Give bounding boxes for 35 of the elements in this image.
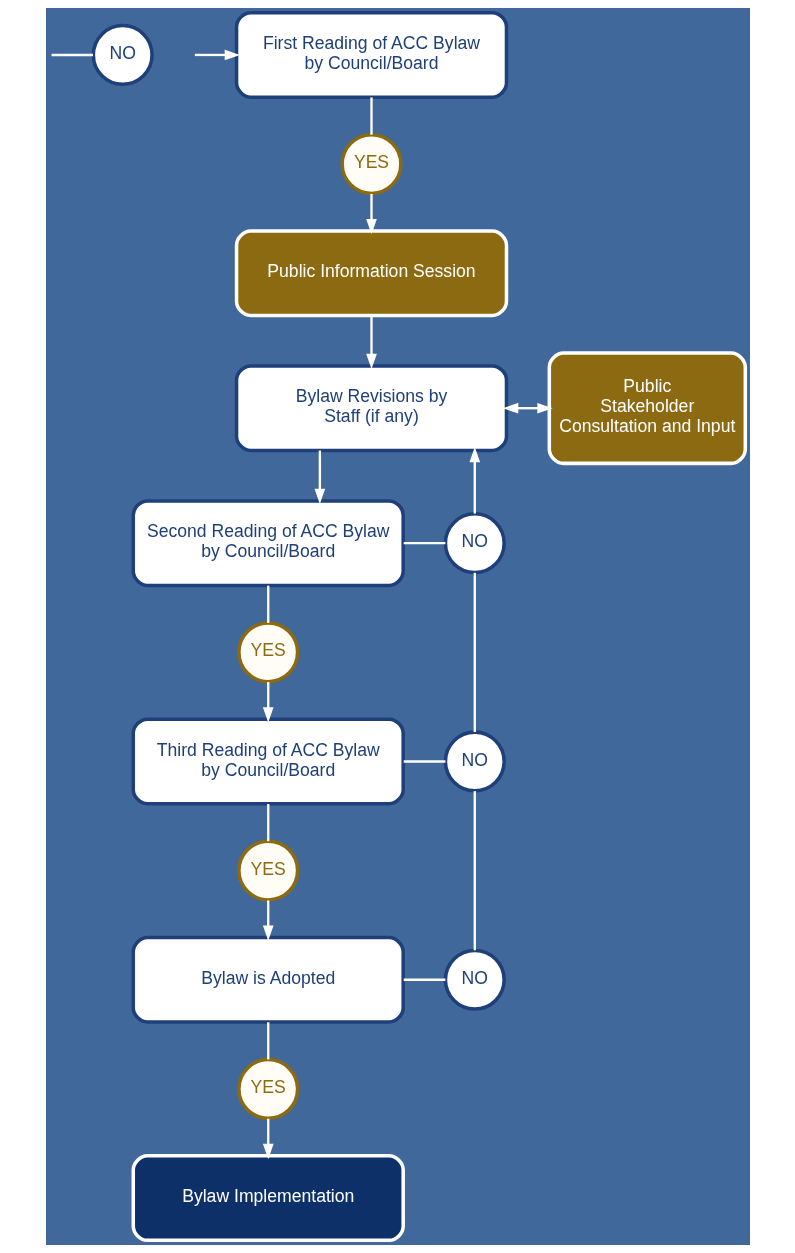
node-box: Third Reading of ACC Bylaw by Council/Board: [131, 717, 405, 806]
node-box: Bylaw is Adopted: [131, 935, 405, 1024]
node-box: First Reading of ACC Bylaw by Council/Board: [234, 10, 508, 99]
node-circle: NO: [91, 23, 154, 87]
arrow: [262, 900, 274, 941]
arrow: [262, 682, 274, 723]
connector: [403, 760, 445, 763]
connector: [473, 791, 476, 951]
connector: [473, 572, 476, 733]
arrow: [314, 450, 325, 505]
node-circle: YES: [339, 133, 403, 196]
connector: [51, 53, 93, 57]
connector: [266, 1022, 269, 1060]
node-circle: YES: [236, 1057, 299, 1120]
connector: [403, 542, 445, 545]
arrow: [502, 402, 553, 414]
node-box: Bylaw Revisions by Staff (if any): [234, 364, 508, 453]
arrow: [194, 49, 240, 61]
arrow: [262, 1118, 274, 1160]
node-box: Bylaw Implementation: [131, 1154, 405, 1243]
connector: [369, 97, 373, 135]
arrow: [365, 315, 377, 370]
node-box: Public Information Session: [234, 229, 508, 318]
connector: [266, 585, 269, 623]
node-circle: YES: [236, 839, 299, 902]
node-circle: NO: [443, 948, 506, 1011]
arrow: [365, 193, 377, 235]
connector: [403, 978, 445, 981]
node-box: Second Reading of ACC Bylaw by Council/Board: [131, 499, 405, 588]
node-circle: NO: [443, 512, 506, 575]
node-box: Public Stakeholder Consultation and Input: [547, 351, 747, 466]
arrow: [468, 447, 480, 514]
connector: [266, 803, 269, 842]
node-circle: YES: [236, 621, 299, 684]
node-circle: NO: [443, 730, 506, 793]
